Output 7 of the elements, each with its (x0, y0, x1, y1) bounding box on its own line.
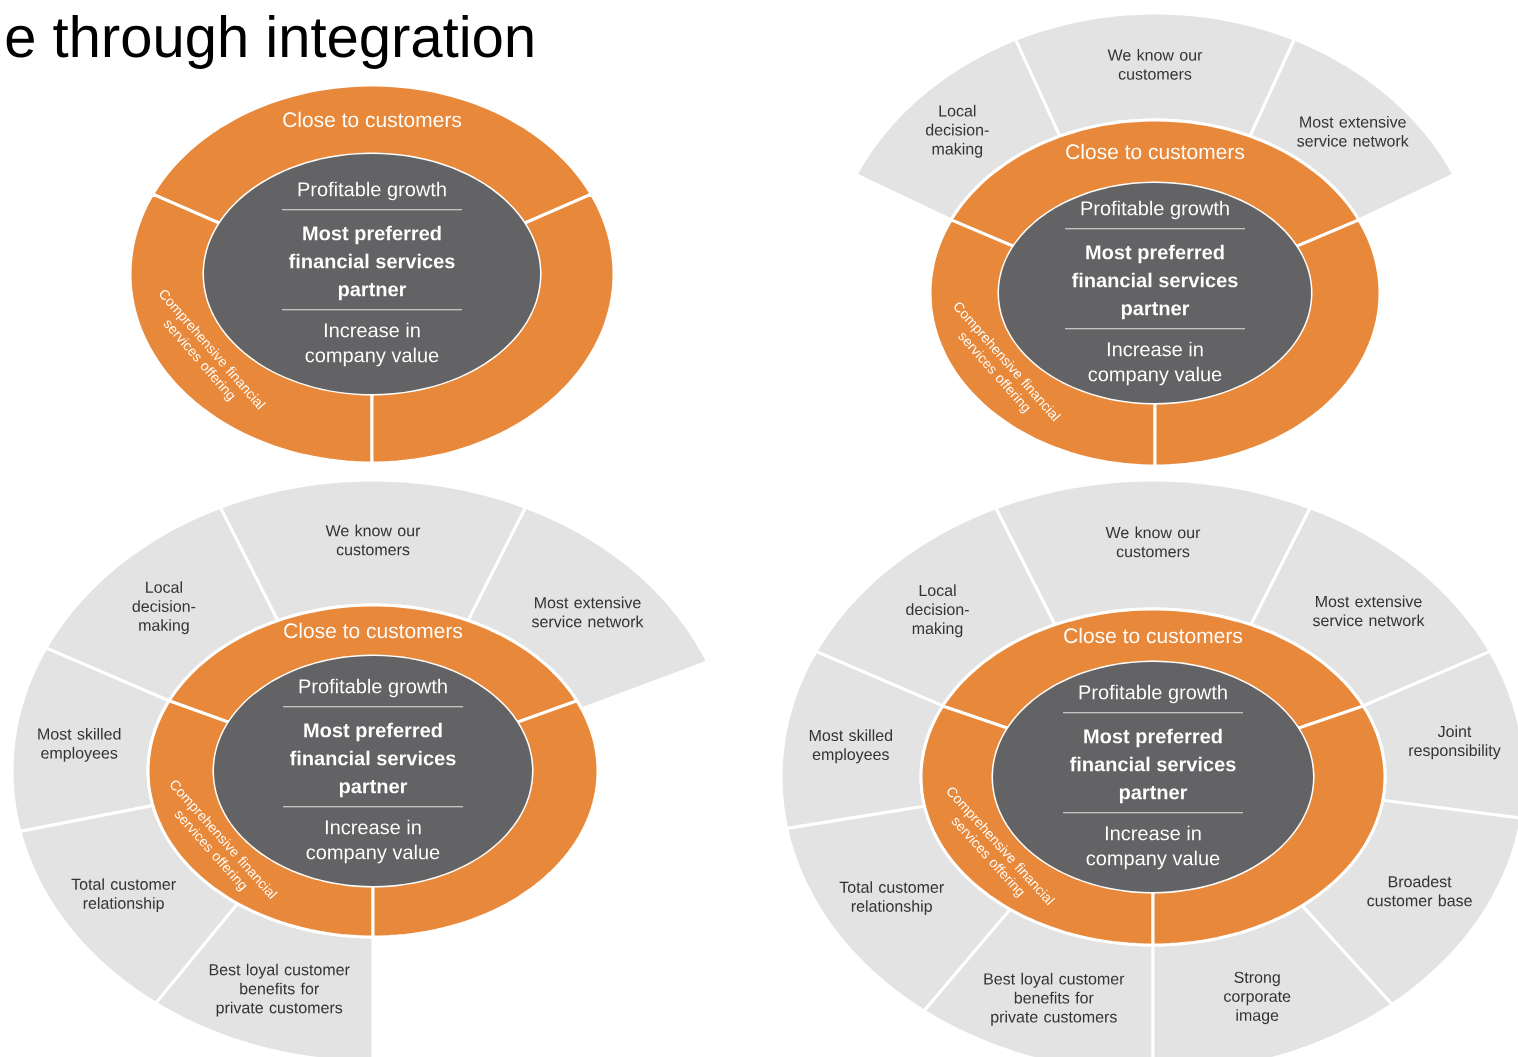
outer-segment: We know our customers (218, 478, 528, 623)
title: e through integration (6, 14, 533, 69)
outer-segment: Local decision-making (43, 505, 280, 703)
node-label: Strong corporate image (1224, 971, 1291, 1025)
outer-segment: Most extensive service network (466, 505, 710, 711)
node-label: Joint responsibility (1409, 725, 1501, 760)
outer-segment: Local decision-making (853, 37, 1062, 222)
